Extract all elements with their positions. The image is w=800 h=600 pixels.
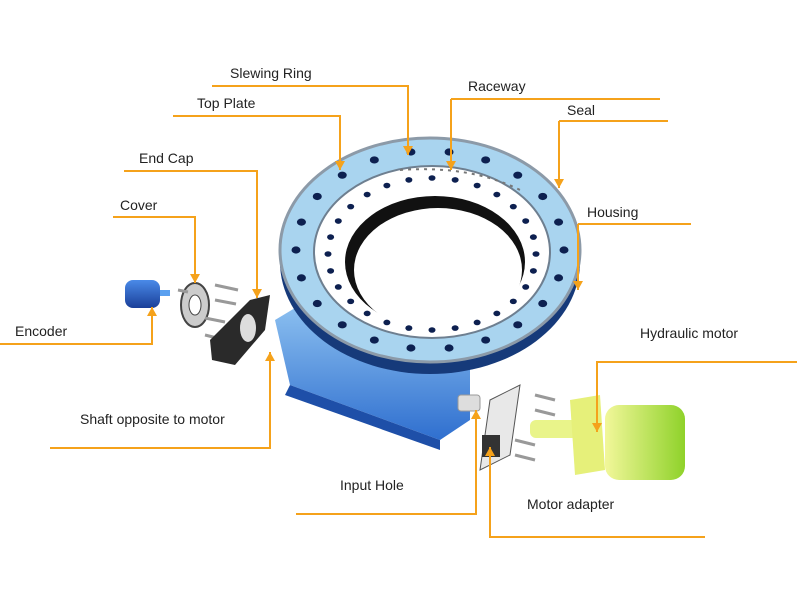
bolt-hole bbox=[405, 177, 413, 183]
bolt-hole bbox=[473, 182, 481, 189]
arrow-icon bbox=[592, 423, 602, 432]
bolt-hole bbox=[327, 268, 335, 274]
label-shaft-opposite-to-motor: Shaft opposite to motor bbox=[80, 411, 225, 427]
bolt-hole bbox=[327, 234, 335, 240]
bolt-hole bbox=[405, 325, 413, 331]
bolt-hole bbox=[312, 299, 322, 308]
label-housing: Housing bbox=[587, 204, 638, 220]
arrow-icon bbox=[471, 410, 481, 419]
bolt-hole bbox=[369, 156, 379, 164]
bolt-hole bbox=[451, 177, 459, 183]
label-cover: Cover bbox=[120, 197, 158, 213]
bolt-hole bbox=[522, 284, 530, 290]
arrow-icon bbox=[335, 161, 345, 170]
bolt-hole bbox=[529, 234, 537, 240]
arrow-icon bbox=[554, 179, 564, 188]
bolt-hole bbox=[554, 218, 564, 226]
label-raceway: Raceway bbox=[468, 78, 526, 94]
label-top-plate: Top Plate bbox=[197, 95, 256, 111]
raceway-rollers bbox=[399, 168, 521, 191]
leader-motor-adapter bbox=[489, 447, 705, 538]
bolt-hole bbox=[538, 192, 548, 201]
adapter-bolts bbox=[514, 393, 556, 462]
bolt-hole bbox=[363, 310, 371, 317]
leader-hydraulic-motor bbox=[596, 361, 797, 432]
bolt-hole bbox=[522, 218, 530, 224]
label-input-hole: Input Hole bbox=[340, 477, 404, 493]
leader-shaft-opposite bbox=[50, 352, 271, 449]
input-shaft bbox=[457, 394, 481, 412]
motor-adapter-part bbox=[479, 384, 521, 471]
bolt-hole bbox=[444, 148, 454, 156]
bolt-hole bbox=[532, 251, 540, 257]
bolt-hole bbox=[444, 344, 454, 352]
inner-bolt-holes bbox=[324, 175, 540, 333]
bolt-hole bbox=[324, 251, 332, 257]
arrow-icon bbox=[403, 146, 413, 155]
bolt-hole bbox=[347, 203, 355, 210]
leader-end-cap bbox=[124, 170, 258, 298]
bolt-hole bbox=[347, 298, 355, 305]
bolt-hole bbox=[554, 274, 564, 282]
encoder-part bbox=[125, 280, 170, 308]
bolt-hole bbox=[383, 182, 391, 189]
label-seal: Seal bbox=[567, 102, 595, 118]
bolt-hole bbox=[473, 319, 481, 326]
bolt-hole bbox=[291, 246, 301, 254]
label-end-cap: End Cap bbox=[139, 150, 194, 166]
leader-lines bbox=[0, 85, 797, 538]
leader-encoder bbox=[0, 307, 153, 345]
bolt-hole bbox=[428, 327, 436, 333]
label-motor-adapter: Motor adapter bbox=[527, 496, 614, 512]
bolt-hole bbox=[538, 299, 548, 308]
bolt-hole bbox=[369, 336, 379, 344]
bolt-hole bbox=[334, 218, 342, 224]
arrow-icon bbox=[485, 447, 495, 456]
bolt-hole bbox=[312, 192, 322, 201]
bolt-hole bbox=[451, 325, 459, 331]
bolt-hole bbox=[529, 268, 537, 274]
bolt-hole bbox=[493, 191, 501, 198]
arrow-icon bbox=[190, 274, 200, 283]
slewing-ring bbox=[278, 136, 582, 374]
outer-bolt-holes bbox=[291, 148, 569, 352]
bolt-hole bbox=[428, 175, 436, 181]
bolt-hole bbox=[296, 274, 306, 282]
bolt-hole bbox=[481, 156, 491, 164]
bolt-hole bbox=[383, 319, 391, 326]
bolt-hole bbox=[406, 344, 416, 352]
leader-cover bbox=[113, 216, 196, 283]
cover-part bbox=[180, 282, 210, 328]
label-hydraulic-motor: Hydraulic motor bbox=[640, 325, 738, 341]
bolt-hole bbox=[509, 298, 517, 305]
bolt-hole bbox=[513, 321, 523, 329]
label-slewing-ring: Slewing Ring bbox=[230, 65, 312, 81]
bolt-hole bbox=[481, 336, 491, 344]
bolt-hole bbox=[363, 191, 371, 198]
leader-top-plate bbox=[173, 115, 341, 170]
bolt-hole bbox=[337, 321, 347, 329]
hydraulic-motor-part bbox=[530, 395, 685, 480]
label-encoder: Encoder bbox=[15, 323, 67, 339]
arrow-icon bbox=[573, 281, 583, 290]
leader-slewing-ring bbox=[212, 85, 409, 155]
leader-input-hole bbox=[296, 410, 477, 515]
bolt-hole bbox=[493, 310, 501, 317]
bolt-hole bbox=[296, 218, 306, 226]
bolt-hole bbox=[513, 171, 523, 179]
bolt-hole bbox=[509, 203, 517, 210]
arrow-icon bbox=[147, 307, 157, 316]
end-cap-part bbox=[210, 295, 270, 365]
arrow-icon bbox=[265, 352, 275, 361]
bolt-hole bbox=[559, 246, 569, 254]
bolt-hole bbox=[334, 284, 342, 290]
arrow-icon bbox=[252, 289, 262, 298]
arrow-icon bbox=[446, 161, 456, 170]
bolt-hole bbox=[337, 171, 347, 179]
